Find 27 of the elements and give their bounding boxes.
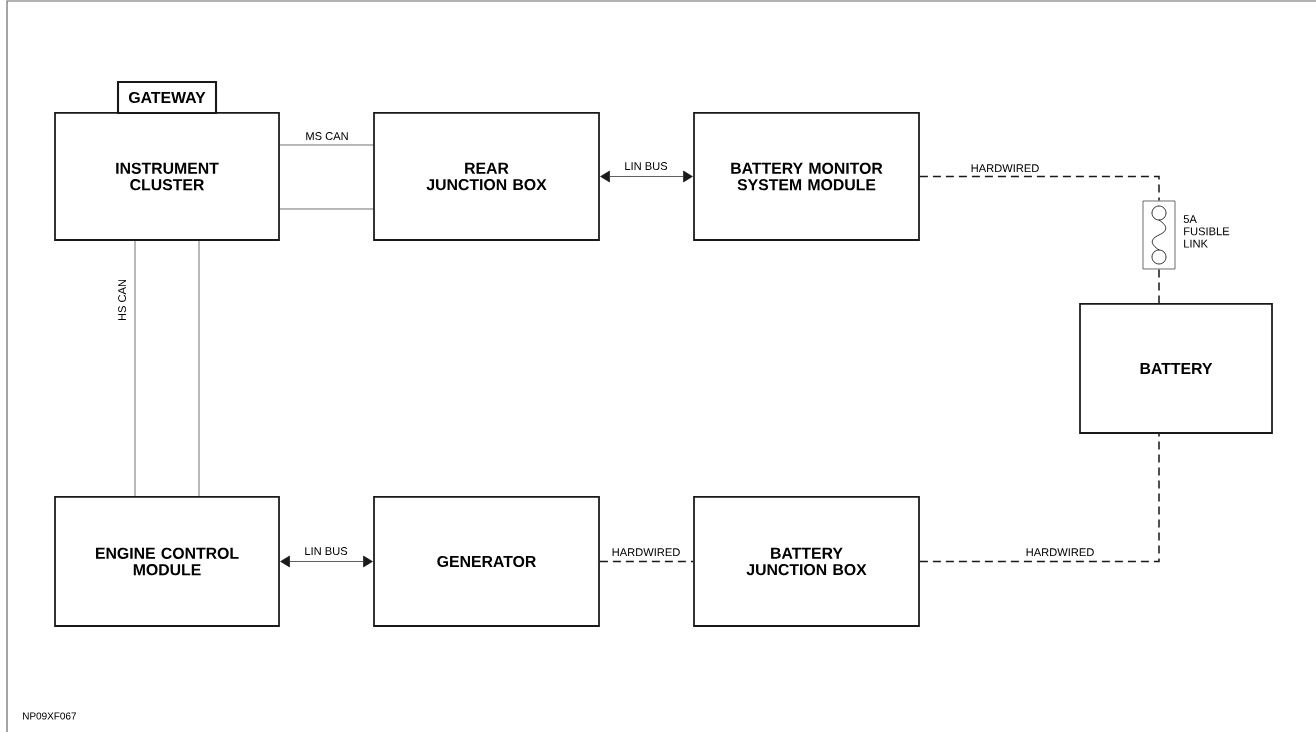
wire <box>279 208 374 210</box>
module-box: BATTERY JUNCTION BOX <box>693 496 920 627</box>
edge-label: MS CAN <box>303 130 351 142</box>
edge-label: HARDWIRED <box>968 162 1042 174</box>
module-box: ENGINE CONTROL MODULE <box>54 496 280 627</box>
edge-label: HS CAN <box>116 277 128 323</box>
module-box: GENERATOR <box>373 496 600 627</box>
module-box: BATTERY <box>1079 303 1273 434</box>
edge-label: HARDWIRED <box>1023 546 1097 558</box>
wire <box>279 144 374 146</box>
edge-label: HARDWIRED <box>609 546 683 558</box>
dashed-wire <box>1158 268 1160 304</box>
dashed-wire <box>599 560 694 563</box>
dashed-wire <box>919 433 1160 563</box>
edge-label: LIN BUS <box>302 545 350 557</box>
fuse-label: 5A FUSIBLE LINK <box>1183 215 1230 248</box>
dashed-wire <box>919 175 1160 202</box>
arrow <box>600 170 693 183</box>
module-box: BATTERY MONITOR SYSTEM MODULE <box>693 112 920 241</box>
edge-label: LIN BUS <box>622 160 670 172</box>
arrow <box>280 555 373 568</box>
gateway-box: GATEWAY <box>116 80 218 115</box>
wire <box>134 240 136 497</box>
module-box: REAR JUNCTION BOX <box>373 112 600 241</box>
fuse-symbol <box>1142 200 1176 270</box>
figure-code: NP09XF067 <box>23 712 76 720</box>
wire <box>198 240 200 497</box>
